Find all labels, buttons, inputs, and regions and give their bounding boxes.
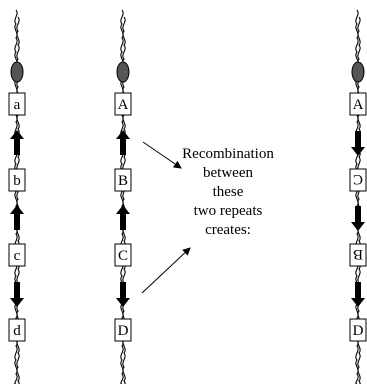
pointer-arrow-to-lower-repeat [141,247,191,294]
gene-box [349,92,367,116]
gene-box [8,168,26,192]
caption-line-4: two repeats [193,203,263,219]
centromere [10,61,24,83]
gene-box [114,92,132,116]
gene-label-C: C [353,171,363,187]
repeat-arrow-down [351,206,365,231]
centromere [116,61,130,83]
repeat-arrow-down [351,131,365,156]
repeat-arrow-up [116,130,130,155]
gene-label-A: A [353,97,364,113]
gene-label-b: b [13,173,21,189]
repeat-arrow-up [116,205,130,230]
repeat-arrow-up [10,130,24,155]
gene-box [114,168,132,192]
gene-box [8,318,26,342]
gene-label-B: B [118,173,128,189]
gene-label-A: A [118,97,129,113]
repeat-arrow-down [10,282,24,307]
gene-box [114,243,132,267]
gene-box [349,243,367,267]
chromosome-column-middle: A B C D [114,9,132,384]
caption-line-2: between [203,165,253,181]
repeat-arrow-down [351,282,365,307]
gene-label-D: D [118,323,129,339]
repeat-arrow-down [116,282,130,307]
pointer-arrow-to-upper-repeat [142,141,182,169]
gene-label-B: B [353,246,363,262]
caption-line-3: these [212,184,244,200]
gene-label-a: a [14,97,21,113]
repeat-arrow-up [10,205,24,230]
gene-label-d: d [13,323,21,339]
gene-label-c: c [14,248,21,264]
gene-box [114,318,132,342]
gene-label-D: D [353,323,364,339]
gene-box [8,243,26,267]
chromosome-column-right: A C B D [349,9,367,384]
caption-line-5: creates: [205,222,251,238]
centromere [351,61,365,83]
recombination-caption: Recombination between these two repeats … [168,145,288,240]
gene-box [8,92,26,116]
gene-label-C: C [118,248,128,264]
gene-box [349,318,367,342]
chromosome-column-left: a b c d [8,9,26,384]
gene-box [349,168,367,192]
caption-line-1: Recombination [182,146,274,162]
